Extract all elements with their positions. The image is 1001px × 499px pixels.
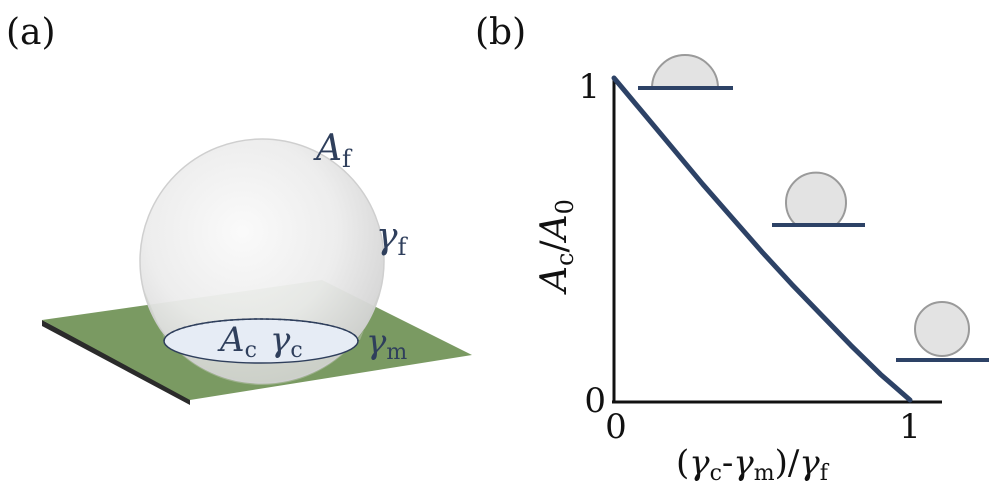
x-axis-label: (γc-γm)/γf [676, 443, 830, 486]
y-tick-label-0: 0 [584, 381, 606, 421]
panel-b-label: (b) [475, 12, 526, 53]
label-area-contact: Ac [217, 320, 257, 363]
label-gamma-free: γf [376, 216, 409, 261]
label-gamma-medium: γm [366, 322, 407, 365]
chart-b: 1 0 0 1 (γc-γm)/γf Ac/A0 [534, 54, 989, 486]
panel-a-illustration [42, 138, 472, 405]
sphere [140, 139, 384, 383]
label-gamma-contact: γc [270, 320, 303, 363]
y-axis-label: Ac/A0 [534, 199, 579, 295]
panel-a-label: (a) [6, 12, 56, 53]
contact-disk [163, 318, 359, 364]
label-area-free: Af [313, 128, 353, 173]
inset-hemisphere [638, 54, 733, 90]
y-tick-label-1: 1 [578, 67, 600, 107]
sphere-outline [139, 138, 385, 384]
series-line [611, 75, 913, 403]
substrate-edge [42, 320, 190, 405]
x-tick-label-0: 0 [605, 407, 627, 447]
inset-partial-sphere [772, 171, 865, 227]
x-tick-label-1: 1 [899, 407, 921, 447]
contact-disk-back-edge [163, 318, 359, 342]
sphere-lower-shade [142, 285, 382, 385]
inset-sphere [896, 301, 989, 362]
